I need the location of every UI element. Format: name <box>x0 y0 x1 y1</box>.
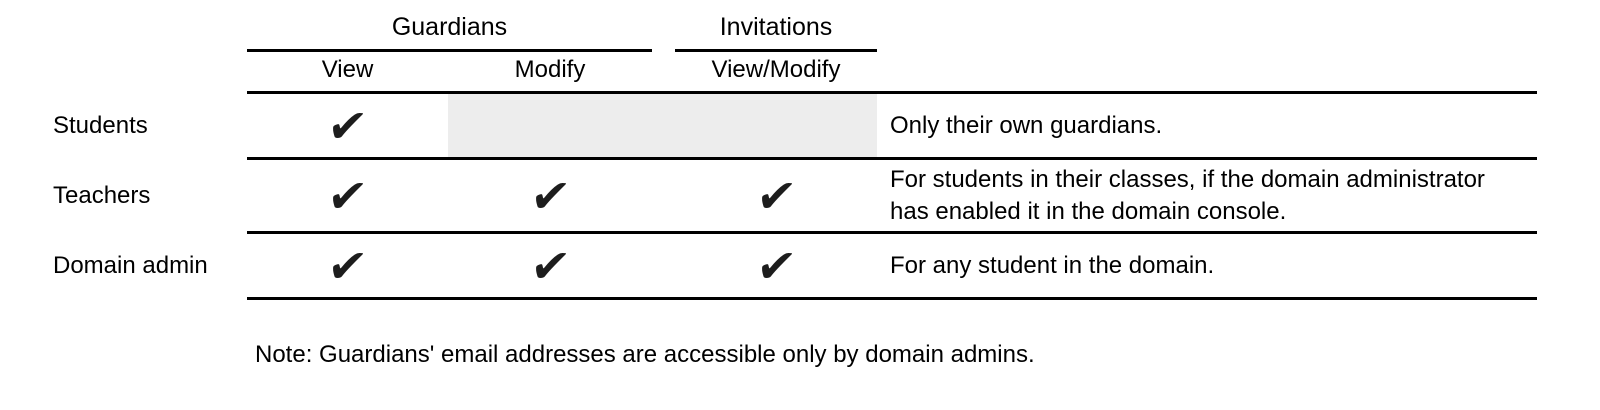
invitations-view-modify-cell: ✔ <box>675 234 877 297</box>
invitations-underline <box>675 49 877 52</box>
guardians-view-cell: ✔ <box>247 234 448 297</box>
row-note: For students in their classes, if the do… <box>890 165 1485 225</box>
row-note: For any student in the domain. <box>890 251 1215 279</box>
check-icon: ✔ <box>324 98 371 153</box>
row-label: Domain admin <box>53 251 208 279</box>
column-group-guardians: Guardians <box>391 13 508 41</box>
header-bottom-rule <box>247 91 1537 94</box>
guardians-modify-cell: ✔ <box>448 234 652 297</box>
check-icon: ✔ <box>752 168 800 223</box>
guardians-view-cell: ✔ <box>247 160 448 231</box>
disabled-permissions-cell <box>448 94 877 157</box>
footnote: Note: Guardians' email addresses are acc… <box>255 341 1035 368</box>
check-icon: ✔ <box>526 168 574 223</box>
row-label: Teachers <box>53 181 151 209</box>
row-divider-1 <box>247 157 1537 160</box>
guardians-view-cell: ✔ <box>247 94 448 157</box>
column-header-view: View <box>321 56 374 83</box>
column-header-view-modify: View/Modify <box>711 56 841 83</box>
guardians-modify-cell: ✔ <box>448 160 652 231</box>
check-icon: ✔ <box>324 168 371 223</box>
check-icon: ✔ <box>526 238 574 293</box>
row-divider-2 <box>247 231 1537 234</box>
guardians-underline <box>247 49 652 52</box>
invitations-view-modify-cell: ✔ <box>675 160 877 231</box>
column-header-modify: Modify <box>514 56 586 83</box>
check-icon: ✔ <box>752 238 800 293</box>
table-row-domain-admin: Domain admin ✔ ✔ ✔ For any student in th… <box>0 234 1600 297</box>
table-bottom-rule <box>247 297 1537 300</box>
column-group-invitations: Invitations <box>719 13 833 41</box>
row-note: Only their own guardians. <box>890 111 1163 139</box>
table-row-students: Students ✔ Only their own guardians. <box>0 94 1600 157</box>
check-icon: ✔ <box>324 238 371 293</box>
table-row-teachers: Teachers ✔ ✔ ✔ For students in their cla… <box>0 160 1600 231</box>
row-label: Students <box>53 111 148 139</box>
